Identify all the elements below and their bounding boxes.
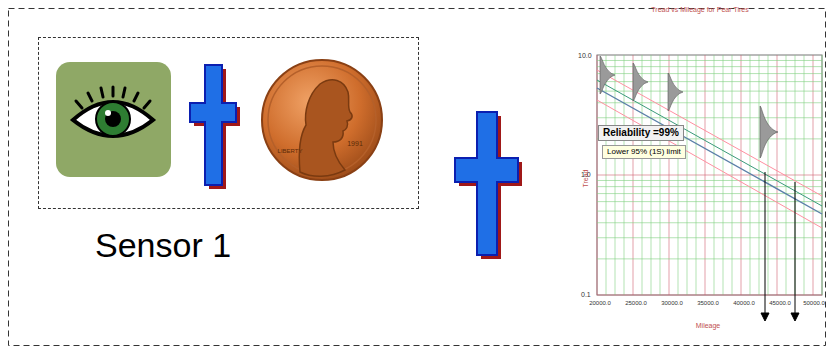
tick-label: 1.0 xyxy=(581,171,591,178)
limit-box: Lower 95% (1S) limit xyxy=(602,145,686,159)
group-label: Sensor 1 xyxy=(95,225,231,266)
sensor-group: Sensor 1 xyxy=(38,37,419,270)
tick-label: 25000.0 xyxy=(625,300,647,306)
reliability-box: Reliability =99% xyxy=(598,125,684,141)
eye-icon xyxy=(56,62,171,177)
tick-label: 40000.0 xyxy=(733,300,755,306)
chart-annotation: Lower 95% (1S) limit xyxy=(607,147,681,157)
axis-label: Mileage xyxy=(696,322,721,329)
dashed-frame xyxy=(38,37,419,209)
plus-symbol xyxy=(455,112,522,259)
tick-label: 30000.0 xyxy=(661,300,683,306)
outer-frame xyxy=(9,9,826,346)
tick-label: 50000.0 xyxy=(803,300,825,306)
coin-inscription: LIBERTY xyxy=(278,148,303,154)
chart-title: Tread vs Mileage for Pear Tires xyxy=(651,6,748,13)
penny-coin xyxy=(262,60,382,180)
plus-symbol xyxy=(190,65,240,189)
tick-label: 0.1 xyxy=(581,291,591,298)
coin-year: 1991 xyxy=(347,140,363,147)
chart-annotation: Reliability =99% xyxy=(603,127,679,139)
reliability-chart xyxy=(597,55,822,321)
tick-label: 35000.0 xyxy=(697,300,719,306)
tick-label: 20000.0 xyxy=(589,300,611,306)
tick-label: 10.0 xyxy=(578,52,592,59)
tick-label: 45000.0 xyxy=(769,300,791,306)
